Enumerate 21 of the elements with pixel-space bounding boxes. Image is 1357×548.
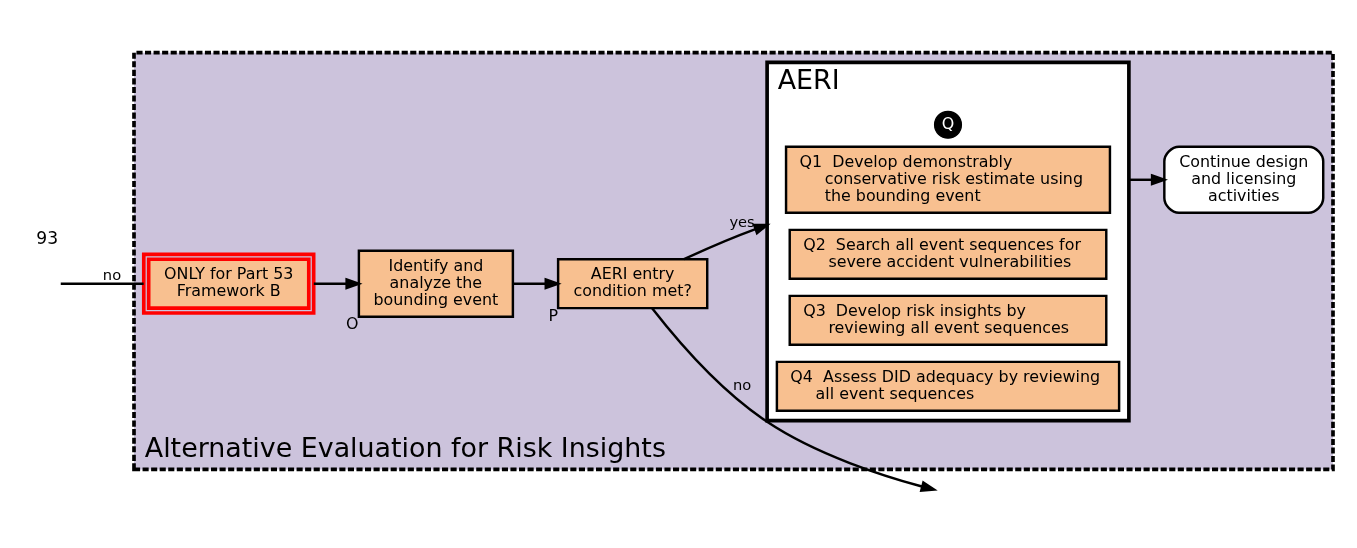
node-box: Continue design and licensing activities [1163, 145, 1325, 214]
node-label: O [345, 313, 359, 333]
node-box: ONLY for Part 53 Framework B [141, 252, 316, 315]
edge-label: yes [729, 212, 755, 230]
node-box: Q4 Assess DID adequacy by reviewing all event sequences [775, 360, 1121, 412]
node-box: Q3 Develop risk insights by reviewing all event sequences [788, 294, 1108, 346]
node-box: Identify and analyze the bounding event [357, 248, 515, 318]
edge-label: no [102, 265, 122, 283]
arrow [313, 277, 363, 290]
edge-label: no [732, 375, 752, 393]
label: 93 [36, 227, 59, 248]
connector [60, 281, 144, 285]
node-label: Q [941, 113, 955, 133]
arrow [513, 277, 562, 290]
node-box: AERI entry condition met? [556, 257, 709, 309]
arrow [651, 306, 938, 492]
arrow [683, 223, 771, 260]
arrow [1128, 173, 1168, 186]
node-box: Q2 Search all event sequences for severe accident vulnerabilities [788, 228, 1108, 280]
node-box: Q1 Develop demonstrably conservative risk estimate using the bounding event [784, 145, 1112, 214]
node-label: P [548, 305, 559, 325]
